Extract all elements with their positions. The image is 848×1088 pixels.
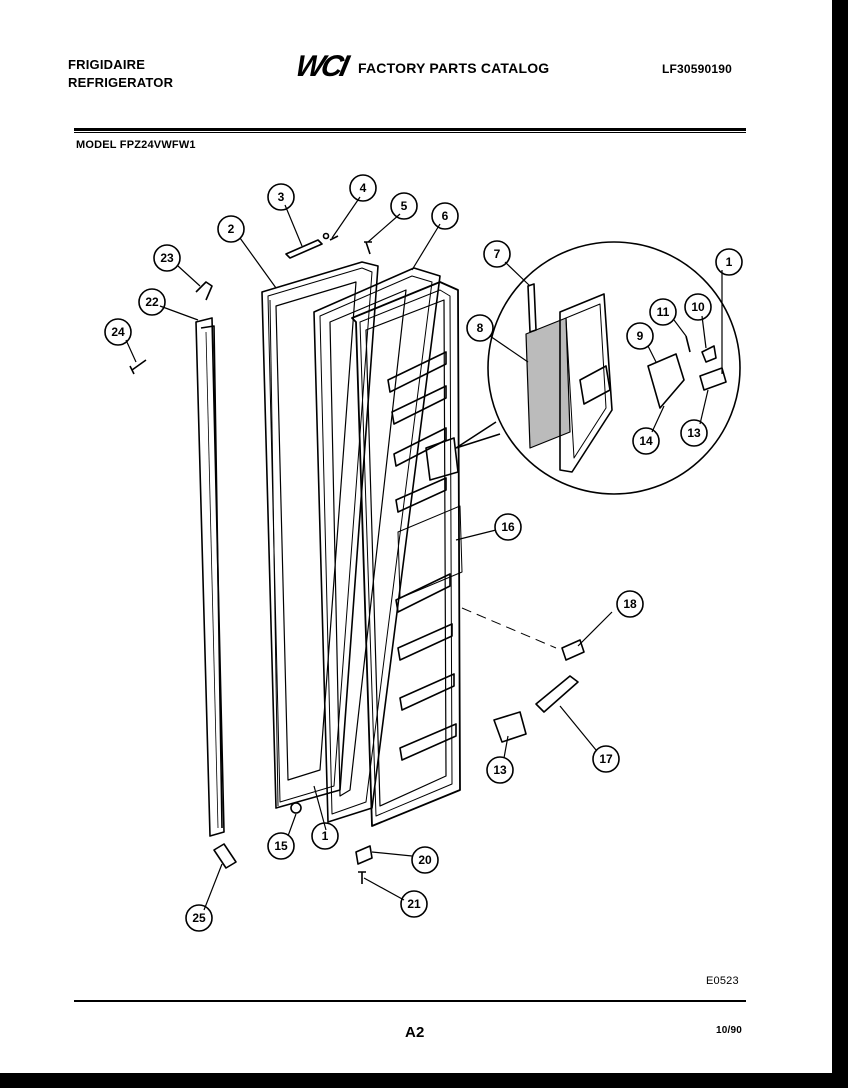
svg-text:1: 1 — [322, 829, 329, 843]
svg-text:10: 10 — [691, 300, 705, 314]
part-bracket-18 — [561, 639, 585, 661]
svg-text:24: 24 — [111, 325, 125, 339]
part-screw-24 — [129, 359, 147, 375]
part-switch-13 — [699, 367, 727, 391]
svg-text:1: 1 — [726, 255, 733, 269]
callout-13-lower: 13 — [486, 756, 514, 784]
svg-text:14: 14 — [639, 434, 653, 448]
callout-18: 18 — [616, 590, 644, 618]
part-door-trim-strip — [195, 317, 225, 837]
callout-25: 25 — [185, 904, 213, 932]
footer-rule — [74, 1000, 746, 1002]
callout-21: 21 — [400, 890, 428, 918]
svg-text:5: 5 — [401, 199, 408, 213]
part-screw-21 — [358, 871, 366, 884]
svg-text:21: 21 — [407, 897, 421, 911]
callout-1-detail: 1 — [715, 248, 743, 276]
part-bracket-13 — [493, 711, 527, 743]
part-inner-door-liner — [351, 281, 463, 827]
callout-20: 20 — [411, 846, 439, 874]
svg-text:22: 22 — [145, 295, 159, 309]
svg-text:11: 11 — [657, 305, 670, 319]
part-screw-5 — [364, 241, 372, 255]
illustration-code: E0523 — [706, 975, 739, 987]
svg-text:25: 25 — [192, 911, 206, 925]
product-type: REFRIGERATOR — [68, 75, 174, 90]
callout-6: 6 — [431, 202, 459, 230]
callout-22: 22 — [138, 288, 166, 316]
part-top-hinge-bar — [285, 232, 330, 259]
page-number: A2 — [405, 1024, 425, 1041]
part-outer-door-panel — [261, 261, 379, 809]
svg-text:2: 2 — [228, 222, 235, 236]
svg-text:4: 4 — [360, 181, 367, 195]
callout-7: 7 — [483, 240, 511, 268]
callout-17: 17 — [592, 745, 620, 773]
svg-text:7: 7 — [494, 247, 501, 261]
callout-8: 8 — [466, 314, 494, 342]
document-number: LF30590190 — [662, 62, 733, 76]
callout-1-lower: 1 — [311, 822, 339, 850]
header-rule — [74, 128, 746, 131]
svg-text:9: 9 — [637, 329, 644, 343]
part-door-gasket — [313, 267, 441, 823]
part-bottom-hinge-25 — [213, 843, 237, 869]
svg-text:18: 18 — [623, 597, 637, 611]
part-screw-4 — [329, 235, 339, 241]
dispenser-detail-view — [455, 241, 741, 495]
callout-23: 23 — [153, 244, 181, 272]
part-lever-9 — [647, 353, 685, 409]
svg-text:23: 23 — [160, 251, 174, 265]
svg-text:3: 3 — [278, 190, 285, 204]
model-number: MODEL FPZ24VWFW1 — [76, 139, 196, 151]
part-hinge-bracket-23 — [195, 281, 213, 301]
svg-text:17: 17 — [599, 752, 613, 766]
callouts: 3 4 5 6 2 23 22 24 7 1 8 11 10 9 14 13 1… — [104, 174, 743, 932]
header-rule-thin — [74, 132, 746, 133]
svg-text:13: 13 — [687, 426, 701, 440]
catalog-page: FRIGIDAIRE REFRIGERATOR WCI FACTORY PART… — [0, 0, 832, 1073]
part-nut-15 — [290, 802, 302, 814]
part-spring-11 — [685, 335, 691, 353]
callout-2: 2 — [217, 215, 245, 243]
svg-text:20: 20 — [418, 853, 432, 867]
svg-text:8: 8 — [477, 321, 484, 335]
part-rod-7 — [527, 283, 537, 333]
callout-4: 4 — [349, 174, 377, 202]
svg-text:13: 13 — [493, 763, 507, 777]
catalog-title: FACTORY PARTS CATALOG — [358, 60, 550, 76]
print-date: 10/90 — [716, 1025, 743, 1036]
svg-text:16: 16 — [501, 520, 515, 534]
callout-5: 5 — [390, 192, 418, 220]
svg-text:6: 6 — [442, 209, 449, 223]
part-shelf-17 — [535, 675, 579, 713]
callout-15: 15 — [267, 832, 295, 860]
callout-13-detail: 13 — [680, 419, 708, 447]
callout-9: 9 — [626, 322, 654, 350]
exploded-parts-diagram: 3 4 5 6 2 23 22 24 7 1 8 11 10 9 14 13 1… — [104, 174, 743, 932]
callout-11: 11 — [649, 298, 677, 326]
callout-16: 16 — [494, 513, 522, 541]
part-clip-10 — [701, 345, 717, 363]
part-bracket-20 — [355, 845, 373, 865]
callout-leaders — [125, 196, 723, 911]
callout-3: 3 — [267, 183, 295, 211]
callout-10: 10 — [684, 293, 712, 321]
callout-14: 14 — [632, 427, 660, 455]
callout-24: 24 — [104, 318, 132, 346]
dashed-leader — [461, 607, 557, 649]
brand-name: FRIGIDAIRE — [68, 57, 146, 72]
svg-text:15: 15 — [274, 839, 288, 853]
